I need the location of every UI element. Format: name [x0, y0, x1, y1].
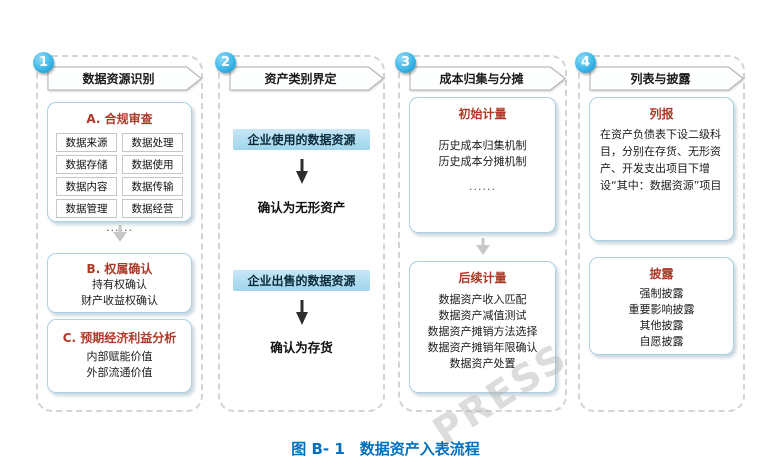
column-4-title: 列表与披露	[630, 72, 691, 86]
arrow-down-gray-icon	[475, 238, 491, 256]
step-3-badge: 3	[395, 52, 416, 73]
arrow-banner-shape	[589, 66, 744, 91]
column-presentation-disclosure: 4 列表与披露 列报 在资产负债表下设二级科目，分别在存货、无形资产、开发支出项…	[575, 52, 745, 412]
economic-benefit-line: 内部赋能价值	[86, 350, 153, 363]
economic-benefit-line: 外部流通价值	[86, 366, 153, 379]
initial-measurement-line: 历史成本分摊机制	[438, 155, 527, 168]
arrow-down-icon	[294, 159, 309, 185]
column-4-header: 列表与披露	[589, 66, 744, 91]
column-2-title: 资产类别界定	[264, 72, 337, 86]
arrow-banner-shape	[409, 66, 566, 91]
ownership-line: 持有权确认	[92, 278, 147, 291]
compliance-tag: 数据来源	[56, 133, 117, 152]
subsequent-measurement-title: 后续计量	[458, 271, 507, 285]
economic-benefit-box: C. 预期经济利益分析 内部赋能价值 外部流通价值	[47, 319, 192, 393]
ownership-line: 财产收益权确认	[81, 294, 158, 307]
column-3-header: 成本归集与分摊	[409, 66, 566, 91]
used-data-resources-highlight: 企业使用的数据资源	[233, 129, 370, 150]
subsequent-measurement-line: 数据资产收入匹配	[438, 293, 527, 306]
disclosure-line: 自愿披露	[639, 335, 684, 348]
initial-measurement-box: 初始计量 历史成本归集机制 历史成本分摊机制 ......	[409, 97, 556, 233]
subsequent-measurement-line: 数据资产减值测试	[438, 309, 527, 322]
column-1-title: 数据资源识别	[82, 72, 155, 86]
inventory-result: 确认为存货	[270, 340, 333, 355]
figure-caption: 图 B- 1 数据资产入表流程	[291, 440, 480, 458]
subsequent-measurement-line: 数据资产摊销方法选择	[427, 325, 538, 338]
compliance-tag: 数据管理	[56, 199, 117, 218]
compliance-tag-grid: 数据来源 数据处理 数据存储 数据使用 数据内容 数据传输 数据管理 数据经营	[56, 133, 183, 218]
step-4-badge: 4	[575, 52, 596, 73]
compliance-review-title: A. 合规审查	[86, 112, 153, 126]
presentation-body: 在资产负债表下设二级科目，分别在存货、无形资产、开发支出项目下增设“其中：数据资…	[600, 128, 722, 192]
initial-measurement-title: 初始计量	[458, 107, 507, 121]
step-1-badge: 1	[33, 52, 54, 73]
ownership-confirmation-box: B. 权属确认 持有权确认 财产收益权确认	[47, 253, 192, 313]
subsequent-measurement-line: 数据资产摊销年限确认	[427, 341, 538, 354]
disclosure-box: 披露 强制披露 重要影响披露 其他披露 自愿披露	[589, 257, 734, 355]
compliance-tag: 数据经营	[122, 199, 183, 218]
disclosure-line: 强制披露	[639, 287, 684, 300]
sold-data-resources-highlight: 企业出售的数据资源	[233, 270, 370, 291]
economic-benefit-title: C. 预期经济利益分析	[62, 331, 177, 345]
subsequent-measurement-line: 数据资产处置	[449, 357, 516, 370]
column-3-title: 成本归集与分摊	[439, 72, 524, 86]
arrow-down-icon	[294, 300, 309, 326]
compliance-tag: 数据处理	[122, 133, 183, 152]
column-data-resource-identification: 1 数据资源识别 A. 合规审查 数据来源 数据处理 数据存储 数据使用 数据内…	[33, 52, 203, 412]
disclosure-title: 披露	[649, 267, 674, 281]
arrow-down-gray-icon	[112, 225, 128, 243]
step-2-badge: 2	[215, 52, 236, 73]
arrow-banner-shape	[47, 66, 202, 91]
column-2-header: 资产类别界定	[229, 66, 384, 91]
compliance-tag: 数据传输	[122, 177, 183, 196]
disclosure-line: 其他披露	[639, 319, 684, 332]
column-cost-collection-allocation: 3 成本归集与分摊 初始计量 历史成本归集机制 历史成本分摊机制 ...... …	[395, 52, 567, 412]
initial-measurement-line: 历史成本归集机制	[438, 139, 527, 152]
ownership-title: B. 权属确认	[86, 262, 153, 276]
compliance-review-box: A. 合规审查 数据来源 数据处理 数据存储 数据使用 数据内容 数据传输 数据…	[47, 102, 192, 234]
presentation-title: 列报	[649, 107, 674, 121]
disclosure-line: 重要影响披露	[628, 303, 695, 316]
column-1-header: 数据资源识别	[47, 66, 202, 91]
ellipsis-text: ......	[469, 180, 496, 193]
column-asset-category-definition: 2 资产类别界定 企业使用的数据资源 确认为无形资产 企业出售的数据资源 确认为…	[215, 52, 385, 412]
compliance-tag: 数据存储	[56, 155, 117, 174]
compliance-tag: 数据内容	[56, 177, 117, 196]
compliance-tag: 数据使用	[122, 155, 183, 174]
presentation-box: 列报 在资产负债表下设二级科目，分别在存货、无形资产、开发支出项目下增设“其中：…	[589, 97, 734, 241]
intangible-asset-result: 确认为无形资产	[257, 200, 346, 215]
arrow-banner-shape	[229, 66, 384, 91]
subsequent-measurement-box: 后续计量 数据资产收入匹配 数据资产减值测试 数据资产摊销方法选择 数据资产摊销…	[409, 261, 556, 393]
